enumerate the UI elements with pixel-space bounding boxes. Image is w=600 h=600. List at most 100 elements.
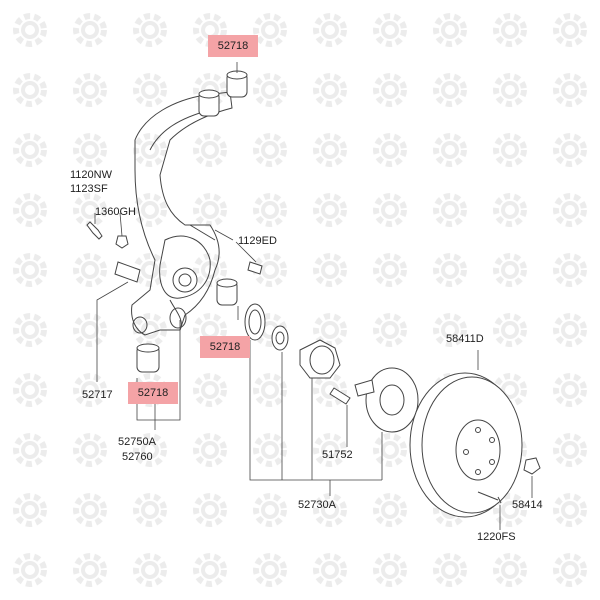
watermark-icon xyxy=(436,76,464,104)
hub-flange xyxy=(354,367,419,433)
watermark-icon xyxy=(376,16,404,44)
watermark-icon xyxy=(436,196,464,224)
watermark-icon xyxy=(196,496,224,524)
label-52718-bottom[interactable]: 52718 xyxy=(128,382,178,404)
watermark-icon xyxy=(376,436,404,464)
watermark-icon xyxy=(316,256,344,284)
bushing-mid xyxy=(216,278,238,306)
label-58411D: 58411D xyxy=(446,333,484,345)
watermark-icon xyxy=(16,16,44,44)
label-1120NW: 1120NW xyxy=(70,169,112,181)
watermark-icon xyxy=(376,196,404,224)
watermark-icon xyxy=(496,556,524,584)
watermark-icon xyxy=(76,136,104,164)
watermark-icon xyxy=(316,76,344,104)
label-58414: 58414 xyxy=(512,499,543,511)
watermark-icon xyxy=(256,196,284,224)
label-52718-top[interactable]: 52718 xyxy=(208,35,258,57)
brake-disc xyxy=(409,372,523,518)
watermark-icon xyxy=(316,136,344,164)
watermark-icon xyxy=(376,76,404,104)
watermark-icon xyxy=(256,556,284,584)
watermark-icon xyxy=(496,136,524,164)
watermark-icon xyxy=(136,76,164,104)
watermark-icon xyxy=(256,16,284,44)
watermark-icon xyxy=(376,556,404,584)
watermark-icon xyxy=(316,556,344,584)
watermark-icon xyxy=(256,76,284,104)
bolt-1129ED xyxy=(247,261,263,275)
watermark-icon xyxy=(16,196,44,224)
watermark-icon xyxy=(556,436,584,464)
watermark-icon xyxy=(556,316,584,344)
watermark-icon xyxy=(556,196,584,224)
watermark-icon xyxy=(436,16,464,44)
label-1220FS: 1220FS xyxy=(477,531,516,543)
wheel-bolt xyxy=(329,387,351,405)
watermark-icon xyxy=(496,196,524,224)
bolt-1120NW xyxy=(86,221,103,240)
hub-assembly xyxy=(299,339,341,379)
nut-1360GH xyxy=(115,235,129,249)
bushing-bottom xyxy=(136,343,160,373)
label-52718-mid[interactable]: 52718 xyxy=(200,336,250,358)
watermark-icon xyxy=(136,16,164,44)
label-1129ED: 1129ED xyxy=(238,235,277,247)
nut-58414 xyxy=(523,457,541,475)
watermark-icon xyxy=(436,556,464,584)
watermark-icon xyxy=(196,556,224,584)
watermark-icon xyxy=(256,496,284,524)
watermark-icon xyxy=(196,136,224,164)
leader-lines xyxy=(94,62,533,530)
watermark-icon xyxy=(556,136,584,164)
watermark-icon xyxy=(196,436,224,464)
watermark-icon xyxy=(436,256,464,284)
watermark-icon xyxy=(496,316,524,344)
screw-1220FS xyxy=(477,491,502,504)
watermark-icon xyxy=(496,76,524,104)
watermark-icon xyxy=(16,556,44,584)
watermark-icon xyxy=(16,316,44,344)
watermark-icon xyxy=(16,436,44,464)
label-52760: 52760 xyxy=(122,451,153,463)
watermark-icon xyxy=(556,376,584,404)
tone-wheel xyxy=(244,303,266,341)
watermark-icon xyxy=(316,196,344,224)
watermark-icon xyxy=(436,136,464,164)
label-52717: 52717 xyxy=(82,389,113,401)
watermark-icon xyxy=(16,256,44,284)
watermark-icon xyxy=(76,556,104,584)
label-51752: 51752 xyxy=(322,449,353,461)
label-52750A: 52750A xyxy=(118,436,156,448)
watermark-icon xyxy=(76,436,104,464)
watermark-icon xyxy=(196,196,224,224)
watermark-icon xyxy=(556,496,584,524)
watermark-icon xyxy=(76,256,104,284)
label-52730A: 52730A xyxy=(298,499,336,511)
watermark-icon xyxy=(76,496,104,524)
watermark-icon xyxy=(556,16,584,44)
watermark-icon xyxy=(496,16,524,44)
watermark-icon xyxy=(76,316,104,344)
watermark-icon xyxy=(316,16,344,44)
watermark-icon xyxy=(376,496,404,524)
watermark-icon xyxy=(136,496,164,524)
watermark-icon xyxy=(496,256,524,284)
label-1360GH: 1360GH xyxy=(95,206,136,218)
watermark-icon xyxy=(556,76,584,104)
bushing-top xyxy=(198,70,248,117)
watermark-icon xyxy=(256,136,284,164)
pin-52717 xyxy=(114,261,141,283)
watermark-icon xyxy=(76,16,104,44)
watermark-icon xyxy=(556,256,584,284)
watermark-icon xyxy=(16,136,44,164)
watermark-icon xyxy=(376,136,404,164)
watermark-icon xyxy=(376,316,404,344)
watermark-icon xyxy=(136,556,164,584)
label-1123SF: 1123SF xyxy=(70,183,108,195)
bearing xyxy=(271,325,289,351)
watermark-icon xyxy=(196,376,224,404)
knuckle-drawing xyxy=(131,91,233,336)
